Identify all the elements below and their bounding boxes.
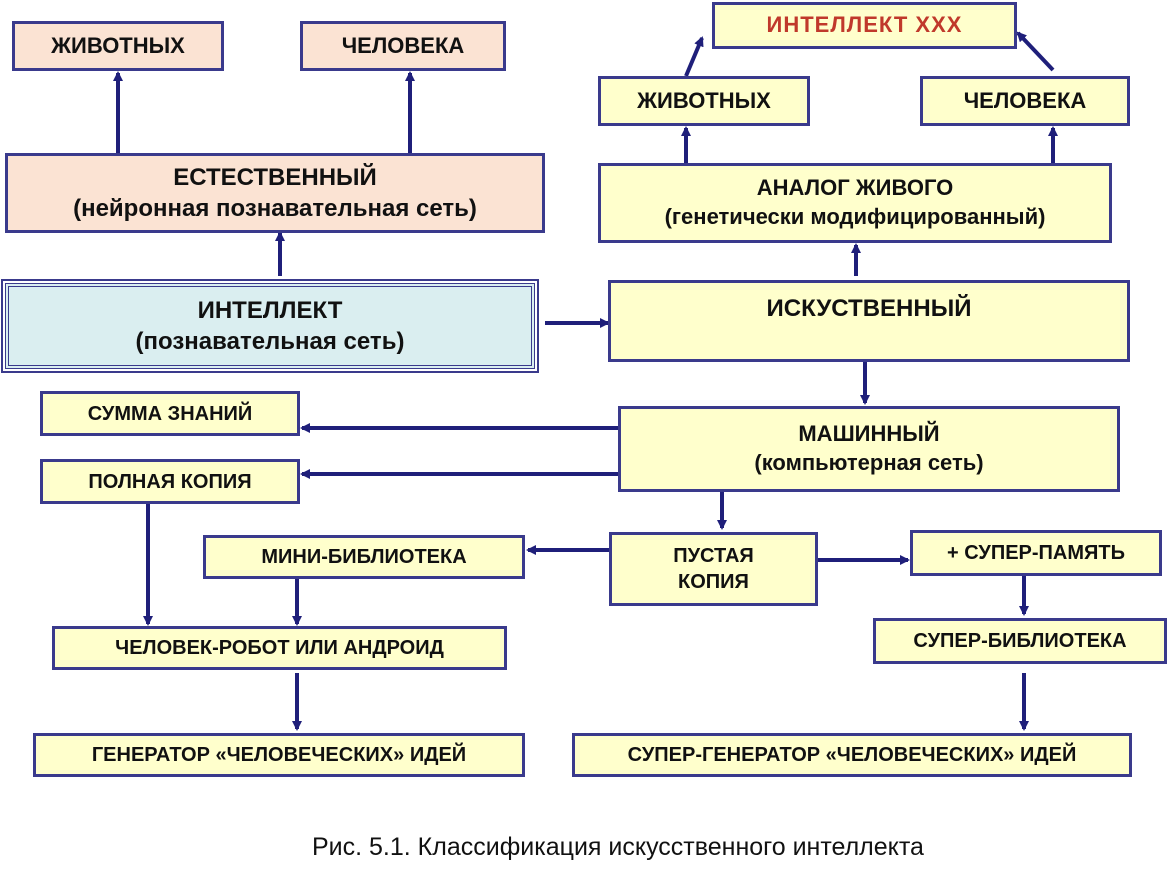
analog-animals-box: ЖИВОТНЫХ	[598, 76, 810, 126]
artificial-box: ИСКУСТВЕННЫЙ	[608, 280, 1130, 362]
android-box: ЧЕЛОВЕК-РОБОТ ИЛИ АНДРОИД	[52, 626, 507, 670]
super-generator-label: СУПЕР-ГЕНЕРАТОР «ЧЕЛОВЕЧЕСКИХ» ИДЕЙ	[627, 744, 1077, 766]
empty-copy-line1: ПУСТАЯ	[673, 545, 754, 567]
super-library-box: СУПЕР-БИБЛИОТЕКА	[873, 618, 1167, 664]
figure-caption: Рис. 5.1. Классификация искусственного и…	[312, 833, 924, 861]
analog-subtitle: (генетически модифицированный)	[664, 204, 1046, 229]
mini-library-box: МИНИ-БИБЛИОТЕКА	[203, 535, 525, 579]
machine-subtitle: (компьютерная сеть)	[754, 450, 984, 475]
machine-box: МАШИННЫЙ (компьютерная сеть)	[618, 406, 1120, 492]
natural-title: ЕСТЕСТВЕННЫЙ	[173, 163, 377, 191]
knowledge-sum-box: СУММА ЗНАНИЙ	[40, 391, 300, 436]
analog-title: АНАЛОГ ЖИВОГО	[756, 175, 954, 201]
intellect-xxx-label: ИНТЕЛЛЕКТ XXX	[766, 12, 963, 38]
intellect-xxx-box: ИНТЕЛЛЕКТ XXX	[712, 2, 1017, 49]
natural-human-label: ЧЕЛОВЕКА	[341, 32, 465, 58]
natural-subtitle: (нейронная познавательная сеть)	[73, 195, 477, 222]
generator-box: ГЕНЕРАТОР «ЧЕЛОВЕЧЕСКИХ» ИДЕЙ	[33, 733, 525, 777]
empty-copy-box: ПУСТАЯ КОПИЯ	[609, 532, 818, 606]
super-memory-label: + СУПЕР-ПАМЯТЬ	[946, 542, 1126, 564]
android-label: ЧЕЛОВЕК-РОБОТ ИЛИ АНДРОИД	[115, 637, 444, 659]
intellect-box: ИНТЕЛЛЕКТ (познавательная сеть)	[1, 279, 539, 373]
analog-box: АНАЛОГ ЖИВОГО (генетически модифицирован…	[598, 163, 1112, 243]
intellect-title: ИНТЕЛЛЕКТ	[197, 296, 343, 324]
analog-animals-label: ЖИВОТНЫХ	[637, 87, 771, 113]
super-library-label: СУПЕР-БИБЛИОТЕКА	[913, 630, 1127, 652]
full-copy-label: ПОЛНАЯ КОПИЯ	[88, 470, 252, 493]
natural-box: ЕСТЕСТВЕННЫЙ (нейронная познавательная с…	[5, 153, 545, 233]
analog-human-label: ЧЕЛОВЕКА	[963, 87, 1087, 113]
natural-human-box: ЧЕЛОВЕКА	[300, 21, 506, 71]
arrow-animals-to-xxx	[684, 36, 704, 77]
full-copy-box: ПОЛНАЯ КОПИЯ	[40, 459, 300, 504]
natural-animals-label: ЖИВОТНЫХ	[51, 32, 185, 58]
empty-copy-line2: КОПИЯ	[678, 571, 749, 593]
machine-title: МАШИННЫЙ	[798, 421, 940, 447]
artificial-label: ИСКУСТВЕННЫЙ	[766, 295, 972, 322]
generator-label: ГЕНЕРАТОР «ЧЕЛОВЕЧЕСКИХ» ИДЕЙ	[91, 744, 467, 766]
knowledge-sum-label: СУММА ЗНАНИЙ	[87, 402, 253, 425]
intellect-subtitle: (познавательная сеть)	[135, 328, 405, 355]
natural-animals-box: ЖИВОТНЫХ	[12, 21, 224, 71]
analog-human-box: ЧЕЛОВЕКА	[920, 76, 1130, 126]
arrow-human-to-xxx	[1016, 31, 1055, 72]
super-memory-box: + СУПЕР-ПАМЯТЬ	[910, 530, 1162, 576]
super-generator-box: СУПЕР-ГЕНЕРАТОР «ЧЕЛОВЕЧЕСКИХ» ИДЕЙ	[572, 733, 1132, 777]
mini-library-label: МИНИ-БИБЛИОТЕКА	[261, 546, 467, 568]
